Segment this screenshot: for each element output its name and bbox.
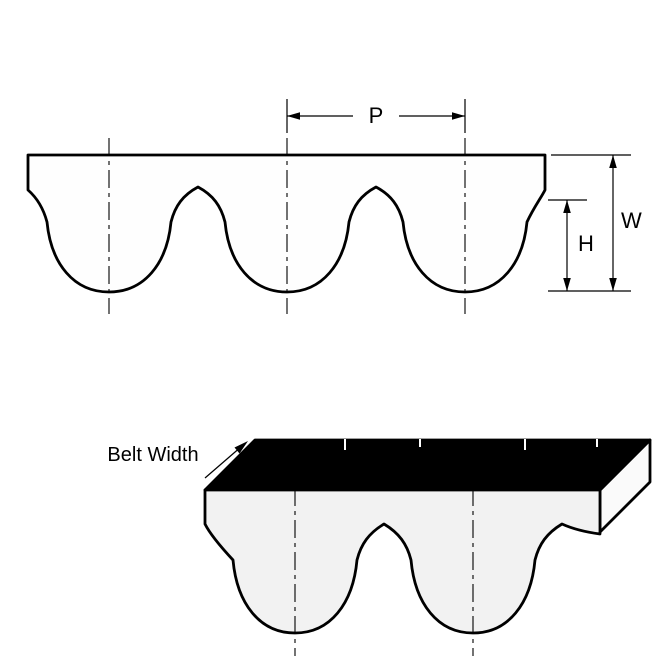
arrow-up-icon	[563, 200, 571, 213]
pitch-label: P	[369, 103, 384, 128]
top-view-profile: P W H	[26, 99, 642, 314]
pitch-dimension: P	[286, 99, 466, 133]
thickness-dimension: W	[548, 154, 642, 292]
belt-width-annotation: Belt Width	[107, 441, 248, 479]
tooth-height-label: H	[578, 231, 594, 256]
arrow-down-icon	[609, 278, 617, 291]
tooth-height-dimension: H	[548, 199, 594, 291]
leader-line	[204, 445, 243, 479]
arrow-right-icon	[452, 112, 465, 120]
arrow-up-icon	[609, 155, 617, 168]
belt-front-face	[203, 488, 602, 635]
isometric-view: Belt Width	[107, 438, 652, 656]
arrow-up-right-icon	[234, 441, 248, 454]
belt-thickness-label: W	[621, 208, 642, 233]
belt-width-label: Belt Width	[107, 444, 198, 466]
arrow-down-icon	[563, 278, 571, 291]
belt-top-face	[203, 438, 652, 492]
arrow-left-icon	[287, 112, 300, 120]
